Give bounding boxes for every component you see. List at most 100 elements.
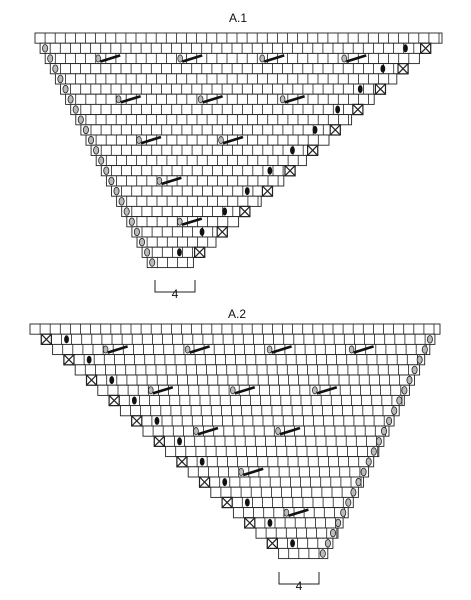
chart-a2-title: A.2 (227, 307, 246, 321)
yarn-over-symbol (350, 488, 357, 497)
knitting-grid-a2 (29, 323, 441, 585)
nupp-symbol (64, 335, 69, 344)
yarn-over-symbol (416, 355, 423, 364)
yarn-over-symbol (102, 345, 109, 354)
yarn-over-symbol (62, 84, 69, 94)
grid-row (108, 394, 405, 407)
nupp-symbol (177, 437, 182, 446)
decrease-cross-line (199, 476, 211, 488)
nupp-symbol (131, 396, 137, 405)
decrease-cross-line (176, 456, 188, 468)
yarn-over-symbol (103, 166, 110, 175)
decrease-cross-line (194, 246, 206, 258)
yarn-over-symbol (370, 447, 377, 456)
grid-row (146, 256, 194, 269)
grid-row (244, 517, 344, 529)
yarn-over-symbol (47, 54, 54, 63)
grid-row (153, 435, 385, 447)
yarn-over-symbol (365, 457, 372, 466)
yarn-over-symbol (184, 345, 191, 354)
chart-a1-repeat-label: 4 (171, 287, 179, 301)
decrease-cross-line (40, 333, 52, 345)
yarn-over-symbol (348, 345, 355, 354)
decrease-cross-line (266, 537, 278, 549)
decrease-cross-line (86, 374, 98, 386)
decrease-cross-line (216, 226, 228, 238)
yarn-over-symbol (72, 105, 79, 114)
cable-bar-symbol (242, 467, 264, 477)
grid-row (105, 175, 285, 187)
decrease-cross-line (329, 124, 341, 136)
decrease-cross-line (397, 63, 409, 75)
cable-bar-symbol (279, 426, 301, 436)
yarn-over-symbol (148, 386, 154, 395)
grid-row (142, 425, 390, 437)
yarn-over-symbol (275, 427, 281, 436)
chart-a1-title: A.1 (228, 11, 247, 25)
cable-bar-symbol (316, 385, 338, 395)
cable-bar-symbol (197, 426, 219, 436)
decrease-cross-line (63, 354, 75, 366)
grid-row (100, 165, 296, 177)
yarn-over-symbol (329, 528, 336, 538)
nupp-symbol (290, 146, 295, 155)
cable-bar-symbol (99, 54, 121, 63)
nupp-symbol (335, 105, 341, 114)
grid-row (116, 195, 262, 207)
grid-row (255, 527, 339, 539)
yarn-over-symbol (82, 125, 89, 135)
yarn-over-symbol (355, 477, 362, 487)
yarn-over-symbol (335, 518, 342, 528)
yarn-over-symbol (177, 217, 183, 226)
cable-bar-symbol (263, 54, 285, 63)
yarn-over-symbol (128, 217, 135, 226)
grid-row (39, 42, 432, 54)
yarn-over-symbol (360, 467, 367, 477)
nupp-symbol (267, 518, 273, 527)
cable-bar-symbol (202, 94, 223, 104)
cable-bar-symbol (353, 345, 374, 354)
nupp-symbol (290, 539, 295, 548)
grid-row (119, 405, 400, 417)
grid-row (187, 466, 370, 478)
grid-row (60, 83, 386, 95)
yarn-over-symbol (115, 95, 122, 104)
yarn-over-symbol (266, 345, 273, 354)
cable-bar-symbol (271, 345, 292, 354)
yarn-over-symbol (319, 549, 326, 558)
yarn-over-symbol (113, 186, 120, 196)
nupp-symbol (312, 125, 318, 134)
cable-bar-symbol (181, 217, 203, 227)
yarn-over-symbol (279, 95, 286, 104)
cable-bar-symbol (234, 385, 256, 395)
yarn-over-symbol (95, 54, 101, 63)
nupp-symbol (109, 376, 115, 385)
grid-row (136, 236, 217, 248)
nupp-symbol (86, 355, 92, 364)
chart-a2-repeat-label: 4 (295, 579, 303, 593)
cable-bar-symbol (120, 94, 141, 104)
decrease-cross-line (221, 496, 233, 509)
yarn-over-symbol (156, 176, 163, 185)
yarn-over-symbol (340, 508, 347, 517)
nupp-symbol (154, 416, 160, 425)
nupp-symbol (177, 248, 182, 257)
decrease-cross-line (239, 205, 251, 218)
yarn-over-symbol (193, 427, 199, 436)
repeat-bracket (154, 280, 196, 293)
cable-bar-symbol (189, 345, 210, 354)
yarn-over-symbol (52, 64, 59, 73)
yarn-over-symbol (77, 115, 84, 124)
grid-row (221, 496, 354, 509)
yarn-over-symbol (324, 539, 331, 548)
grid-row (86, 374, 415, 386)
nupp-symbol (403, 44, 408, 53)
knitting-grid-a1 (34, 32, 443, 293)
nupp-symbol (244, 498, 250, 507)
yarn-over-symbol (421, 345, 428, 354)
grid-row (165, 445, 380, 458)
grid-row (40, 333, 436, 345)
yarn-over-symbol (133, 227, 140, 237)
yarn-over-symbol (375, 437, 382, 446)
grid-row (54, 73, 398, 85)
